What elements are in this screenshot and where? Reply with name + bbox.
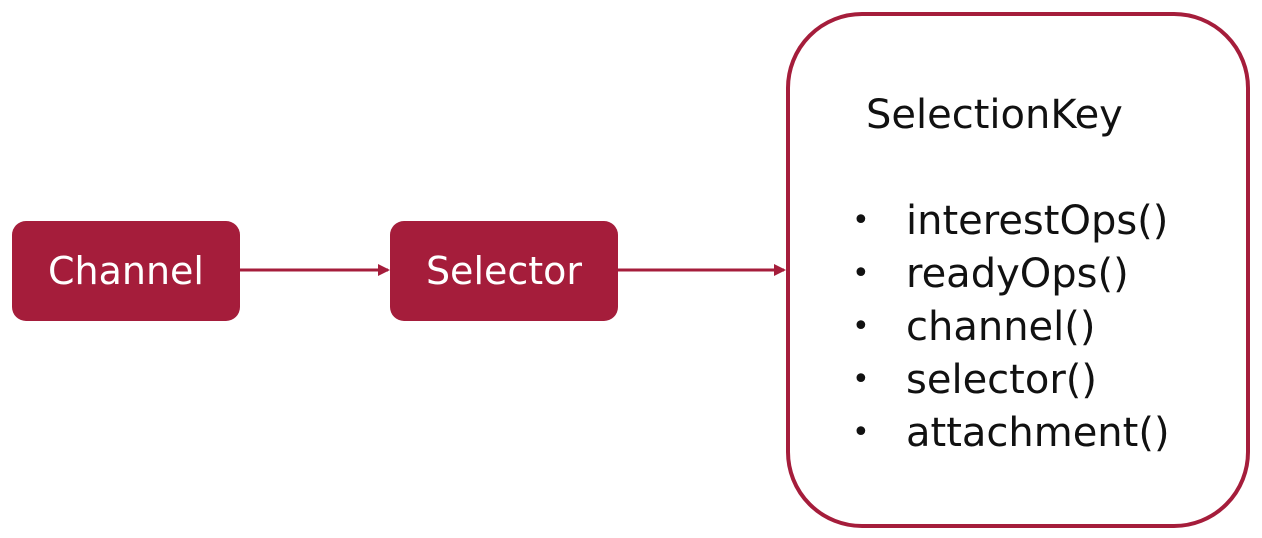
bullet-icon: • [852,362,870,397]
bullet-icon: • [852,309,870,344]
bullet-icon: • [852,203,870,238]
method-label: readyOps() [906,250,1129,297]
method-label: interestOps() [906,197,1169,244]
method-item: • attachment() [852,406,1170,459]
selector-node-label: Selector [425,249,583,293]
method-label: attachment() [906,409,1170,456]
bullet-icon: • [852,415,870,450]
method-item: • channel() [852,300,1170,353]
channel-node-label: Channel [47,249,204,293]
method-list: • interestOps() • readyOps() • channel()… [852,194,1170,459]
selection-key-title: SelectionKey [866,92,1123,138]
method-item: • interestOps() [852,194,1170,247]
method-label: selector() [906,356,1097,403]
selector-node: Selector [390,221,618,321]
method-item: • readyOps() [852,247,1170,300]
channel-node: Channel [12,221,240,321]
method-label: channel() [906,303,1096,350]
method-item: • selector() [852,353,1170,406]
bullet-icon: • [852,256,870,291]
selection-key-box: SelectionKey • interestOps() • readyOps(… [786,12,1250,528]
